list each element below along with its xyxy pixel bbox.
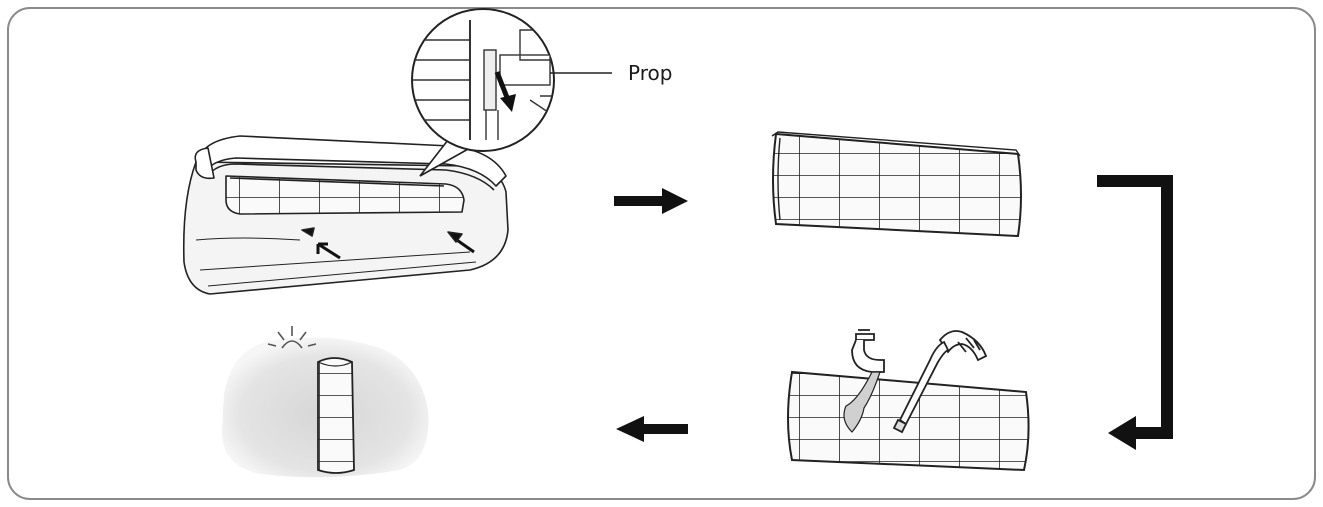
step-open-panel-remove-filter (182, 135, 509, 295)
prop-label: Prop (628, 61, 672, 85)
filter-drying-upright (317, 357, 355, 474)
vacuum-cleaner-icon (892, 330, 988, 434)
step-wash-and-vacuum-filter (787, 329, 1030, 472)
zoom-callout: Prop (411, 8, 672, 177)
arrow-right-step1-to-step2 (614, 188, 688, 214)
filter-in-unit (225, 175, 465, 215)
push-arrow-left (316, 242, 341, 260)
step-dry-filter-in-shade (222, 326, 429, 478)
step-filter-removed (771, 131, 1022, 238)
front-panel-lifted (197, 135, 507, 187)
arrow-down-step2-to-step3 (1097, 175, 1173, 450)
removed-filter (772, 132, 1022, 238)
sun-icon (267, 326, 317, 349)
faucet-icon (851, 329, 885, 373)
prop-down-arrow (494, 71, 511, 101)
arrow-left-step3-to-step4 (616, 416, 688, 442)
water-stream (843, 371, 881, 433)
